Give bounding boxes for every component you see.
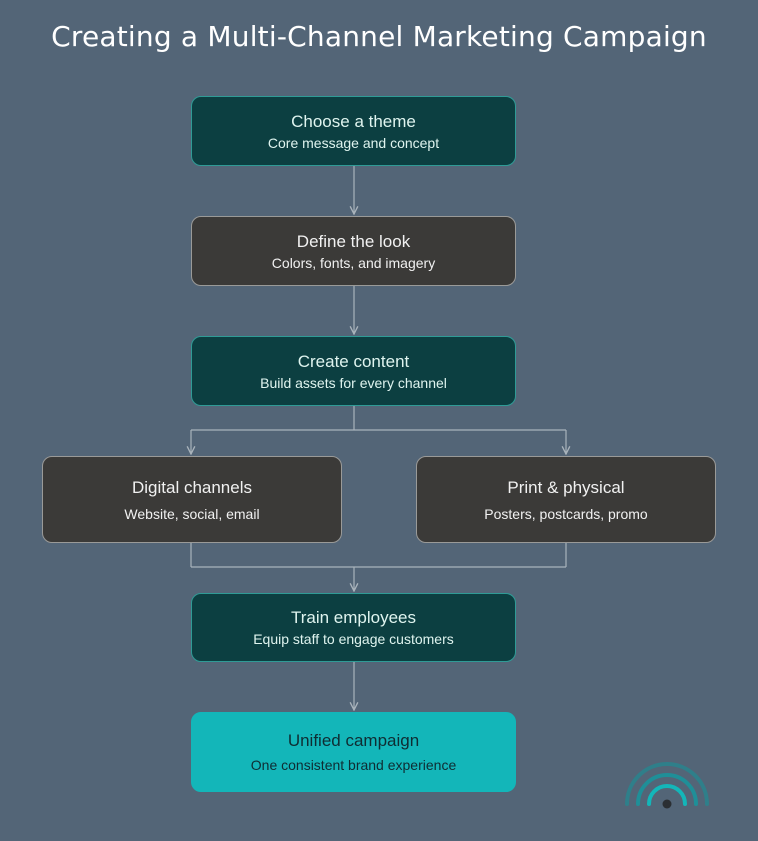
diagram-title: Creating a Multi-Channel Marketing Campa… [51,20,707,53]
signal-waves-icon [625,762,709,809]
node-sublabel: Website, social, email [124,505,260,522]
node-define-look: Define the look Colors, fonts, and image… [191,216,516,286]
node-label: Digital channels [131,477,252,497]
node-sublabel: Posters, postcards, promo [484,505,648,522]
node-label: Choose a theme [291,111,416,131]
node-label: Print & physical [507,477,625,497]
node-digital-channels: Digital channels Website, social, email [42,456,342,543]
node-sublabel: One consistent brand experience [250,757,457,773]
node-label: Create content [297,351,410,371]
node-label: Unified campaign [287,731,420,750]
node-print-physical: Print & physical Posters, postcards, pro… [416,456,716,543]
node-unified-campaign: Unified campaign One consistent brand ex… [191,712,516,792]
node-label: Train employees [290,608,417,627]
node-sublabel: Build assets for every channel [260,374,447,391]
node-create-content: Create content Build assets for every ch… [191,336,516,406]
node-sublabel: Core message and concept [267,134,440,151]
node-sublabel: Colors, fonts, and imagery [271,254,436,271]
node-train-employees: Train employees Equip staff to engage cu… [191,593,516,662]
node-choose-theme: Choose a theme Core message and concept [191,96,516,166]
node-label: Define the look [296,231,411,251]
node-sublabel: Equip staff to engage customers [253,631,454,647]
